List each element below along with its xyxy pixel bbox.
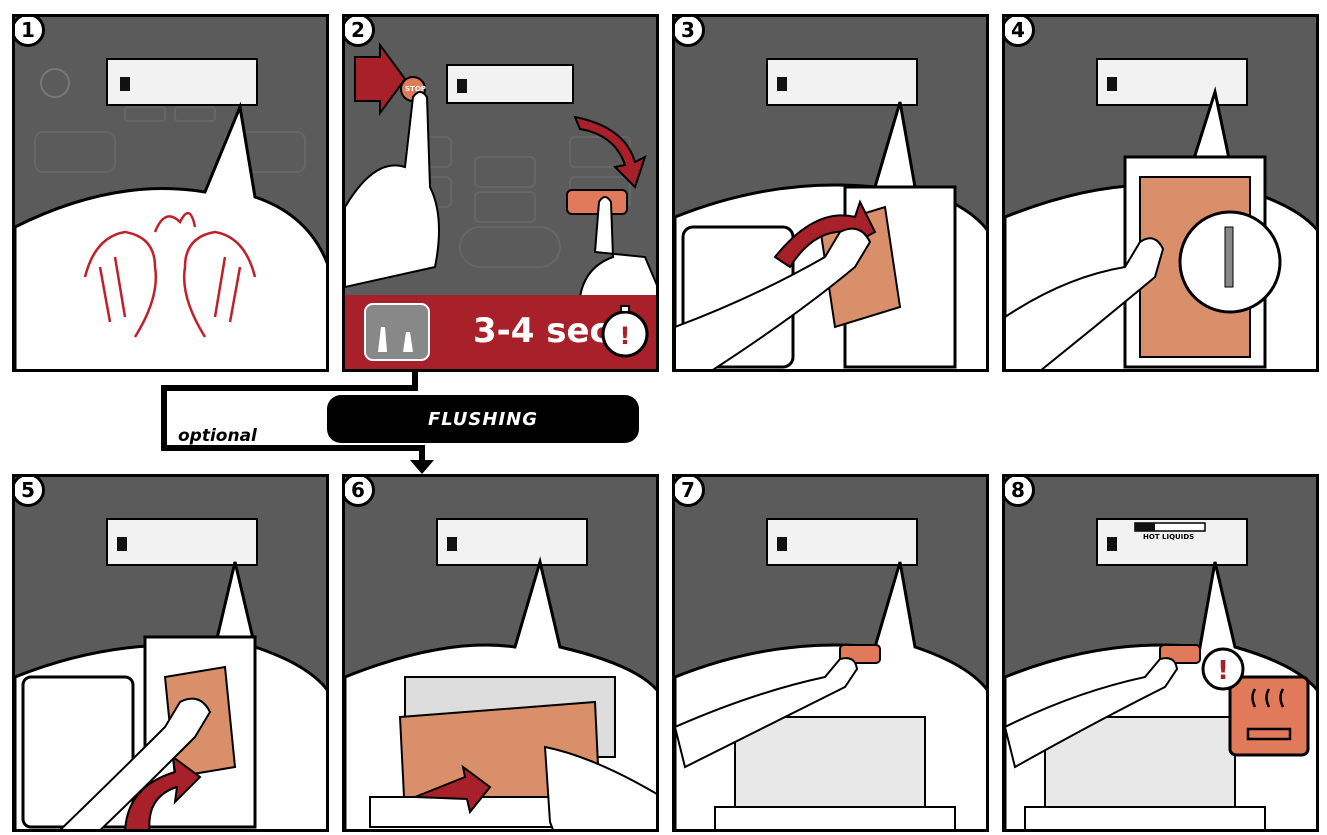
step-3-panel: 3 [672, 14, 989, 372]
step-8-scene: ! [1005, 477, 1319, 832]
press-hold-icon [363, 302, 433, 362]
step-4-scene [1005, 17, 1319, 372]
hot-surface-icon [1230, 677, 1308, 755]
hot-liquids-label: HOT LIQUIDS [1143, 533, 1194, 541]
step-5-panel: 5 [12, 474, 329, 832]
step-2-panel: STOP 3-4 sec ! 2 [342, 14, 659, 372]
step-1-scene [15, 17, 329, 372]
svg-text:!: ! [620, 322, 631, 350]
step-3-scene [675, 17, 989, 372]
step-1-panel: 1 [12, 14, 329, 372]
timer-label: 3-4 sec [473, 311, 610, 351]
svg-text:!: ! [1217, 656, 1229, 686]
step-5-scene [15, 477, 329, 832]
flush-button-icon [567, 190, 627, 214]
stopwatch-icon: ! [597, 304, 653, 360]
flushing-banner: FLUSHING [327, 395, 639, 443]
flushing-label: FLUSHING [428, 409, 538, 430]
step-4-panel: 4 [1002, 14, 1319, 372]
step-6-scene [345, 477, 659, 832]
step-2-button-text: STOP [405, 85, 426, 93]
step-7-panel: 7 [672, 474, 989, 832]
timer-bar: 3-4 sec ! [345, 295, 656, 369]
step-7-scene [675, 477, 989, 832]
step-8-panel: ! HOT LIQUIDS 8 [1002, 474, 1319, 832]
step-6-panel: 6 [342, 474, 659, 832]
container-icon [735, 717, 925, 817]
optional-label: optional [178, 426, 257, 446]
